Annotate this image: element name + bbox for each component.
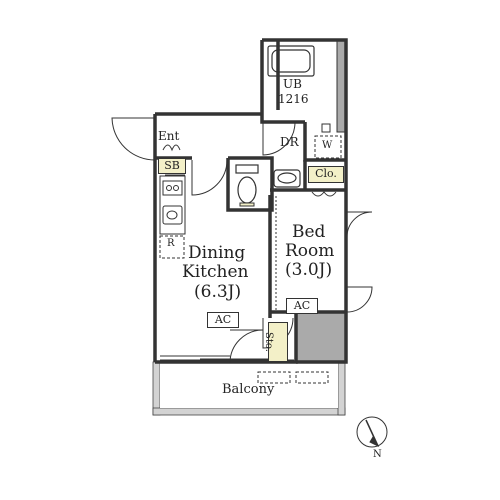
balcony-label: Balcony	[222, 382, 275, 397]
toilet-icon	[235, 164, 259, 204]
door-swings	[111, 117, 373, 364]
stove-icon	[162, 180, 183, 196]
service-shaft	[295, 311, 347, 363]
ac-bedroom: AC	[286, 298, 318, 314]
dressing-room-label: DR	[280, 135, 299, 149]
north-label: N	[373, 449, 382, 460]
toilet-paper	[239, 202, 255, 207]
refrigerator-space	[159, 235, 185, 259]
washer-space	[314, 135, 342, 159]
dining-kitchen-size: (6.3J)	[194, 282, 242, 302]
unit-bath-label: UB	[283, 77, 302, 91]
refrigerator-label: R	[167, 238, 175, 249]
sink-icon	[162, 205, 183, 225]
washbasin-icon	[273, 169, 301, 188]
entrance-label: Ent	[158, 129, 180, 143]
north-arrow-icon	[356, 416, 388, 448]
closet-label: Clo.	[308, 166, 344, 183]
washer-tap	[321, 123, 331, 133]
dining-label: Dining	[188, 243, 246, 263]
walls	[153, 38, 348, 364]
washer-label: W	[322, 140, 333, 151]
bed-label: Bed	[292, 222, 326, 242]
balcony-floor	[160, 362, 338, 408]
unit-bath-size: 1216	[278, 92, 309, 106]
outdoor-units	[257, 371, 329, 384]
room-label: Room	[285, 241, 335, 261]
bedroom-size: (3.0J)	[285, 260, 333, 280]
bathtub-icon	[267, 45, 315, 77]
shoe-box-label: SB	[158, 158, 186, 174]
balcony-window	[160, 355, 270, 360]
storage-label: Sto.	[263, 322, 288, 362]
kitchen-label: Kitchen	[182, 262, 249, 282]
ac-dining: AC	[207, 312, 239, 328]
